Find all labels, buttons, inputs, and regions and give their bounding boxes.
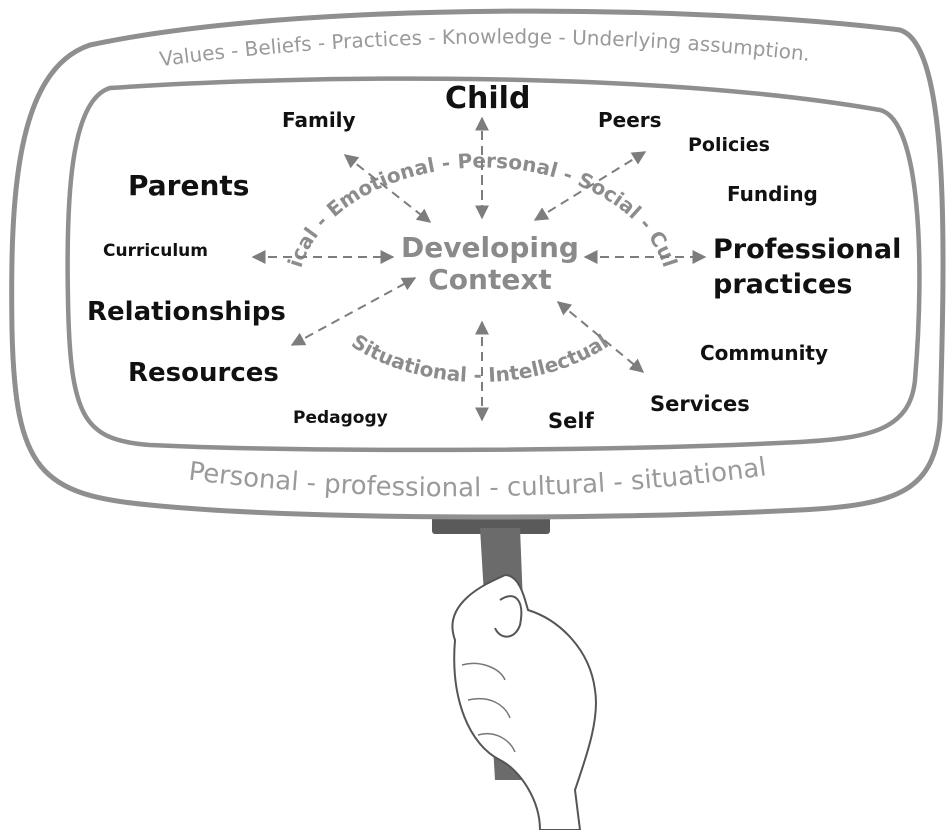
- label-resources: Resources: [128, 358, 279, 388]
- hand-holding-sign-icon: [432, 512, 597, 831]
- arrow-services: [556, 301, 645, 373]
- arrow-family: [343, 154, 432, 223]
- label-professional-practices-1: Professional: [713, 234, 902, 265]
- inner-sign-border: [65, 76, 922, 453]
- label-parents: Parents: [128, 169, 250, 202]
- label-self: Self: [548, 409, 594, 433]
- arrows: [251, 116, 707, 422]
- label-funding: Funding: [727, 182, 818, 206]
- label-child: Child: [445, 81, 531, 116]
- label-curriculum: Curriculum: [103, 241, 208, 261]
- label-family: Family: [282, 108, 356, 132]
- label-professional-practices-2: practices: [713, 269, 853, 300]
- label-services: Services: [650, 392, 750, 416]
- arrow-peers: [533, 151, 647, 221]
- label-community: Community: [700, 341, 829, 365]
- center-line-1: Developing: [401, 231, 579, 264]
- label-policies: Policies: [688, 134, 770, 156]
- center-line-2: Context: [428, 263, 552, 297]
- label-relationships: Relationships: [87, 297, 286, 327]
- arrow-resources: [290, 277, 417, 346]
- label-pedagogy: Pedagogy: [293, 408, 388, 428]
- label-peers: Peers: [598, 108, 662, 132]
- center-title: Developing Context: [400, 231, 580, 297]
- hand-shape: [451, 573, 597, 831]
